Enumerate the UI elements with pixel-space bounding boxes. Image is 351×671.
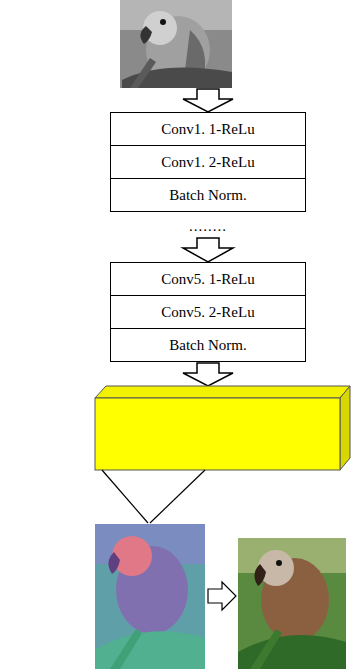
layer-box: Batch Norm.: [110, 178, 306, 212]
layer-box: Conv5. 1-ReLu: [110, 262, 306, 296]
ellipsis-label: ........: [189, 218, 227, 235]
color-output-image: [238, 538, 346, 669]
layer-name: Conv5. 1-ReLu: [161, 271, 254, 288]
chroma-image: [95, 524, 205, 669]
projection-line: [102, 470, 205, 523]
layer-box: Batch Norm.: [110, 328, 306, 362]
layer-name: Conv5. 2-ReLu: [161, 304, 254, 321]
layer-name: Batch Norm.: [169, 337, 246, 354]
layer-name: Conv1. 1-ReLu: [161, 121, 254, 138]
feature-block: [95, 386, 350, 470]
layer-name: Conv1. 2-ReLu: [161, 154, 254, 171]
layer-box: Conv1. 1-ReLu: [110, 112, 306, 146]
layer-box: Conv5. 2-ReLu: [110, 295, 306, 329]
flow-arrow: [208, 582, 236, 610]
gray-input-image: [120, 0, 232, 88]
layer-box: Conv1. 2-ReLu: [110, 145, 306, 179]
layer-name: Batch Norm.: [169, 187, 246, 204]
